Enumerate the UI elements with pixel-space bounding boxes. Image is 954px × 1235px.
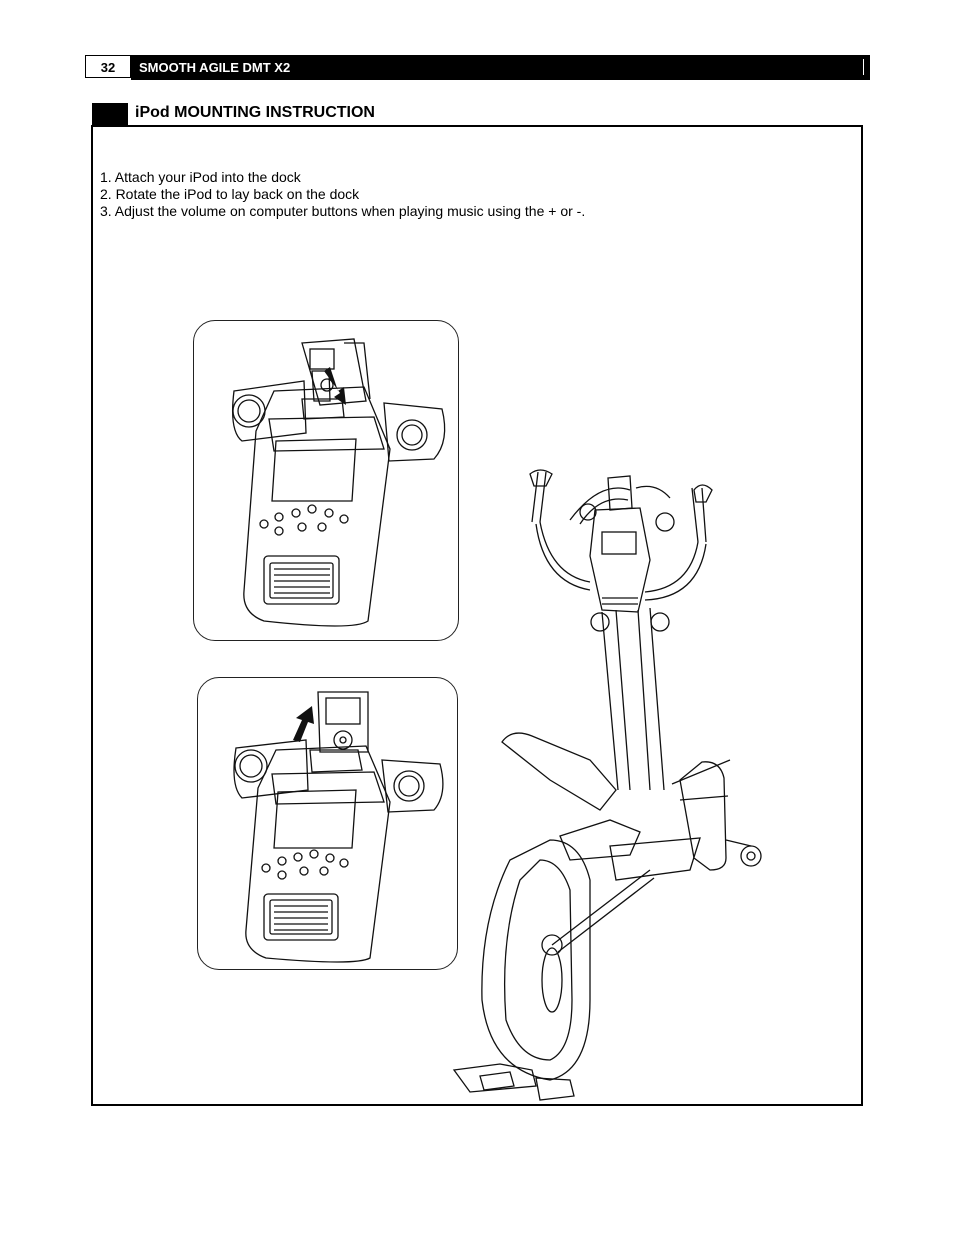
instruction-step-2: 2. Rotate the iPod to lay back on the do…: [100, 186, 360, 202]
page-number: 32: [85, 55, 131, 78]
content-frame: [91, 125, 863, 1106]
page-header: 32 SMOOTH AGILE DMT X2: [85, 55, 870, 80]
instruction-step-1: 1. Attach your iPod into the dock: [100, 169, 301, 185]
console-insert-drawing: [231, 338, 446, 627]
section-marker: [92, 103, 128, 127]
instruction-step-3: 3. Adjust the volume on computer buttons…: [100, 203, 586, 219]
header-divider: [163, 59, 864, 75]
elliptical-drawing: [452, 469, 762, 1101]
manual-title-bar: SMOOTH AGILE DMT X2: [131, 55, 870, 80]
console-rotate-drawing: [233, 691, 444, 963]
illustration-insert-ipod: [193, 320, 459, 641]
section-title: iPod MOUNTING INSTRUCTION: [135, 104, 375, 121]
illustration-rotate-ipod: [197, 677, 458, 970]
manual-title: SMOOTH AGILE DMT X2: [139, 60, 291, 75]
elliptical-machine-illustration: [440, 460, 780, 1105]
instruction-list: 1. Attach your iPod into the dock 2. Rot…: [100, 169, 585, 220]
